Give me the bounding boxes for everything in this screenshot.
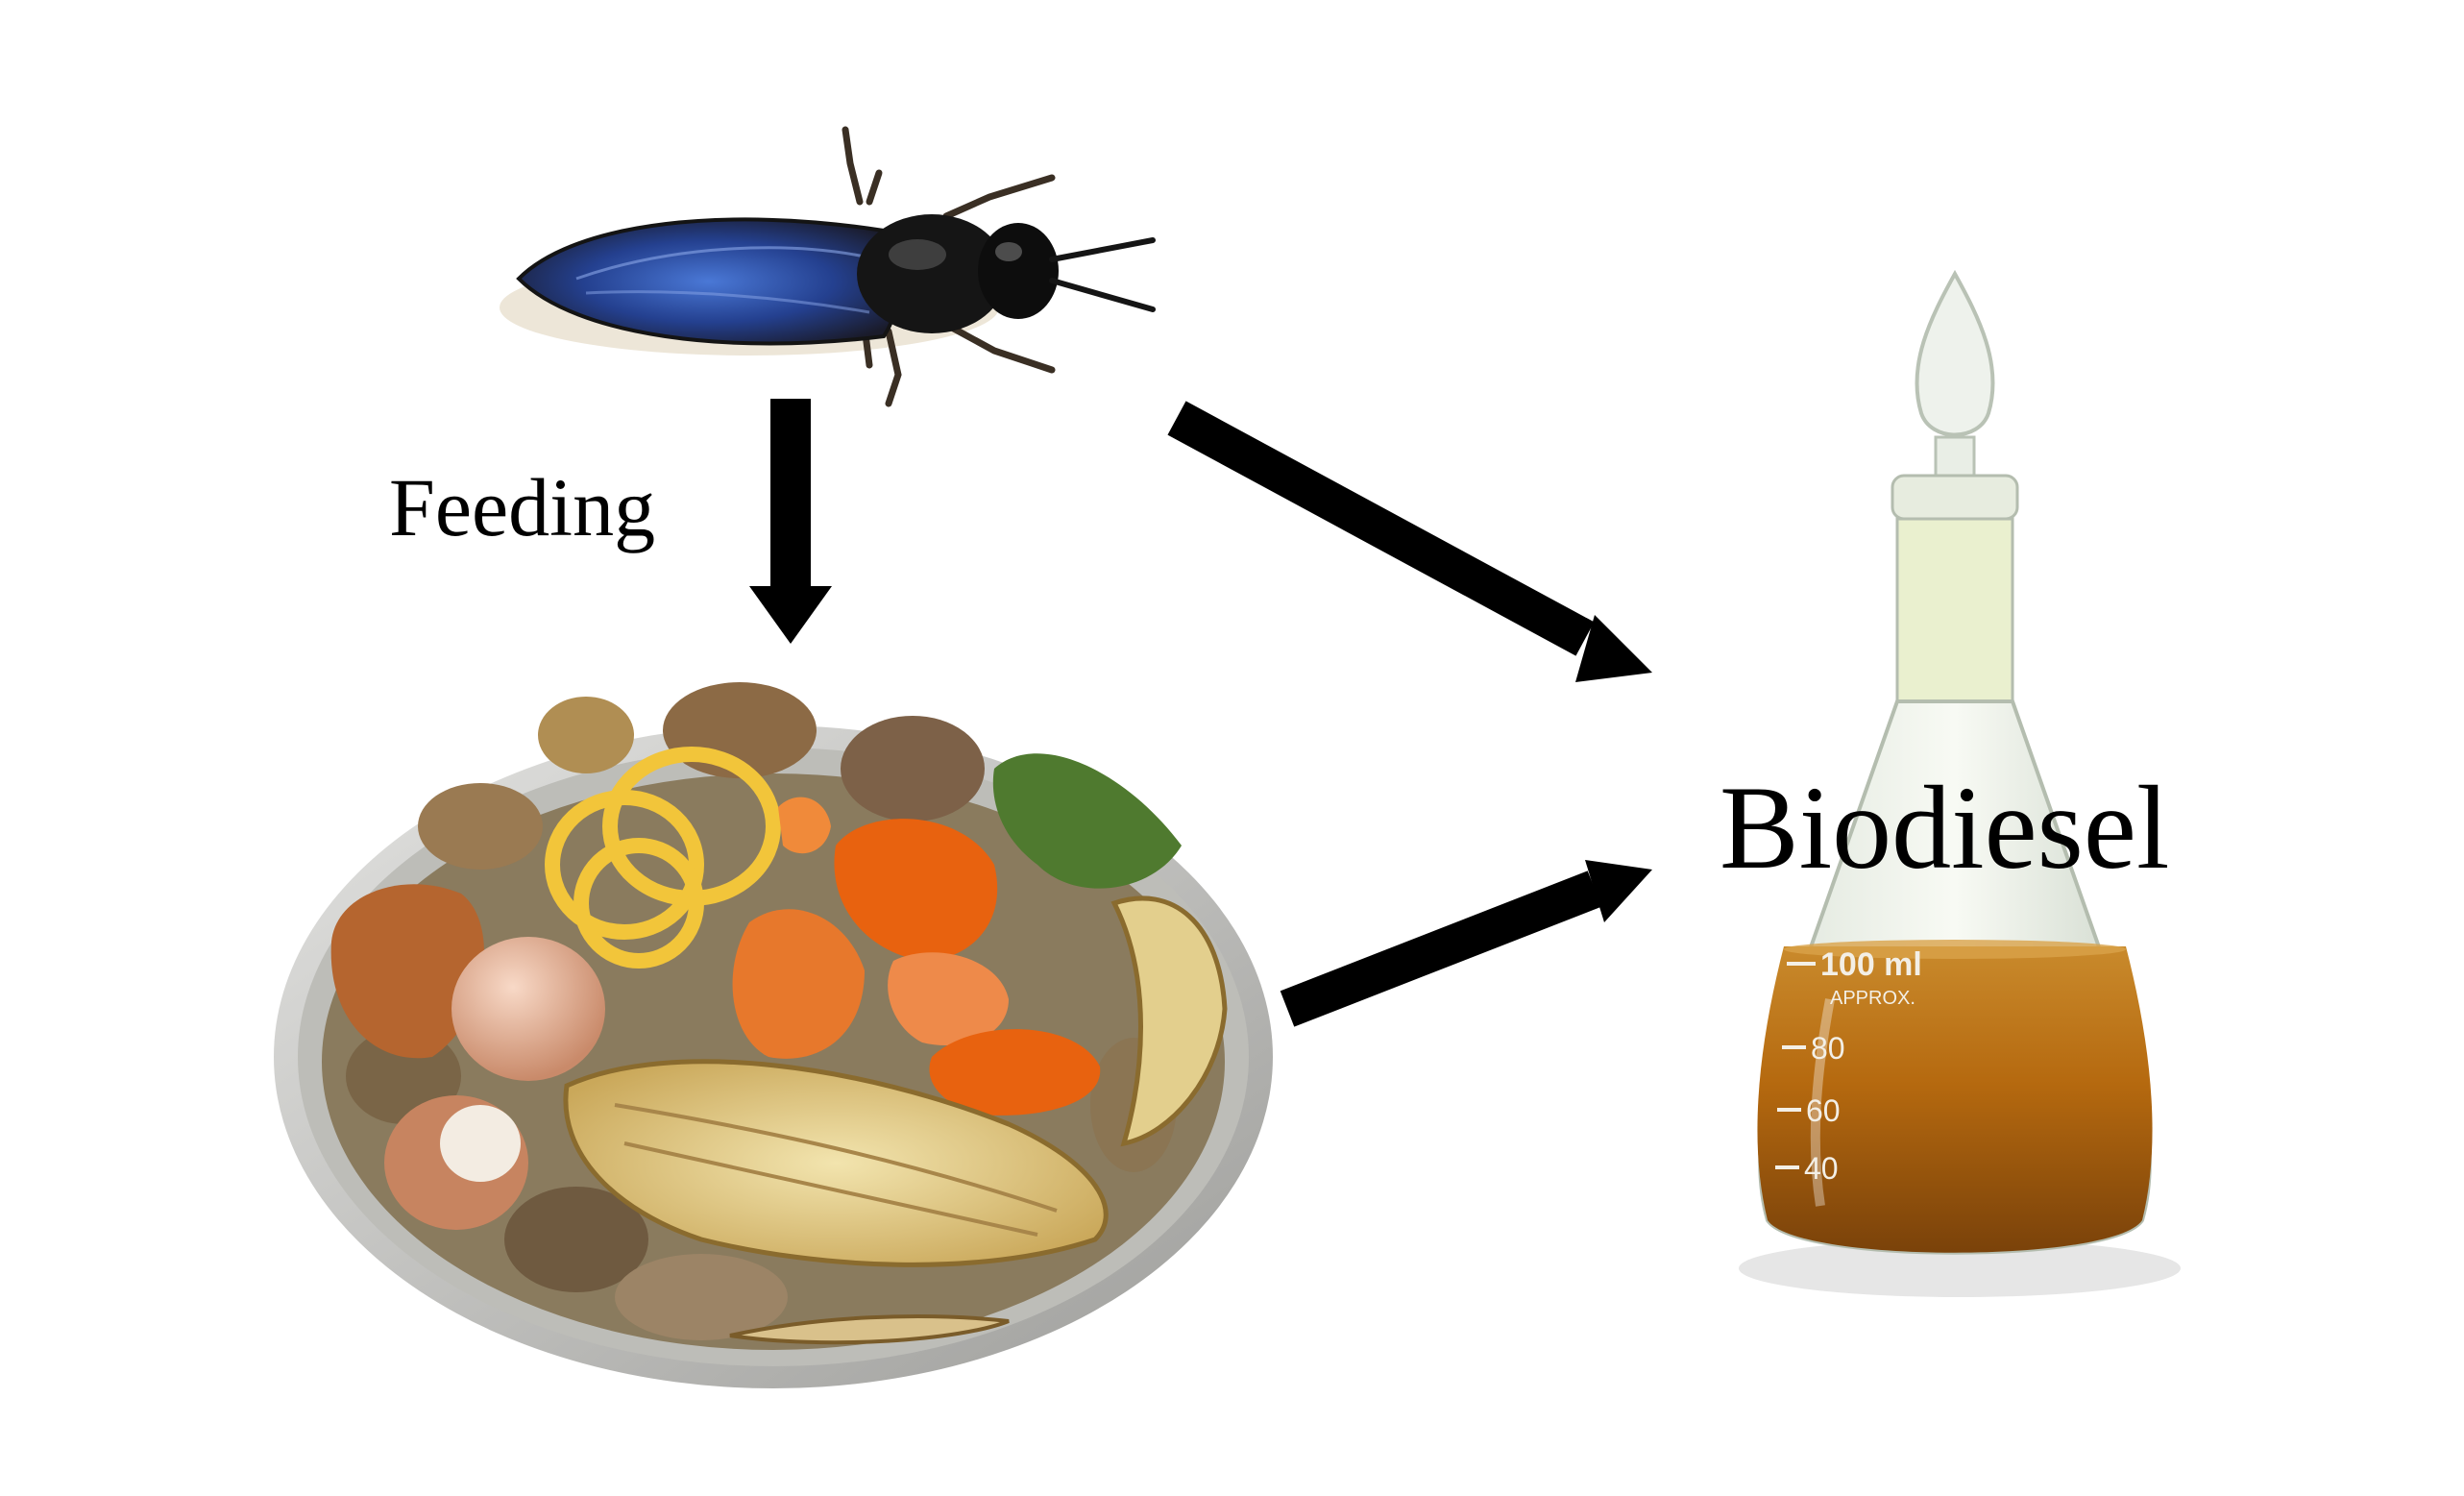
waste-contents bbox=[330, 682, 1228, 1345]
oil-flask-icon: 100 ml APPROX. 80 60 40 bbox=[1739, 269, 2181, 1297]
flask-oil bbox=[1757, 946, 2153, 1253]
flask-graduation-40: 40 bbox=[1804, 1151, 1839, 1186]
fly-head bbox=[978, 223, 1059, 319]
feeding-label: Feeding bbox=[389, 461, 656, 553]
fly-antennae bbox=[1049, 237, 1156, 312]
black-soldier-fly-icon bbox=[500, 126, 1156, 407]
flask-neck bbox=[1895, 517, 2014, 703]
biodiesel-label: Biodiesel bbox=[1720, 762, 2170, 894]
arrow-fly-to-waste bbox=[749, 399, 832, 644]
leaf bbox=[992, 753, 1182, 889]
flask-graduations bbox=[1775, 962, 1816, 1169]
arrow-fly-to-biodiesel bbox=[1167, 401, 1652, 682]
lemon-peel bbox=[545, 747, 781, 969]
flask-stopper bbox=[1915, 269, 1995, 437]
fly-thorax bbox=[857, 214, 1007, 333]
flask-approx-marking: APPROX. bbox=[1830, 988, 1915, 1009]
arrow-waste-to-biodiesel bbox=[1280, 860, 1652, 1027]
onion-skin bbox=[330, 884, 484, 1059]
orange-peel bbox=[732, 797, 1101, 1116]
banana-peel-2 bbox=[1110, 895, 1228, 1147]
food-waste-bowl-icon bbox=[274, 682, 1273, 1388]
flask-volume-marking: 100 ml bbox=[1820, 946, 1922, 983]
process-arrows bbox=[749, 399, 1652, 1027]
fly-legs bbox=[842, 126, 1056, 407]
banana-peel bbox=[563, 1059, 1109, 1267]
flask-graduation-80: 80 bbox=[1811, 1031, 1845, 1066]
flask-graduation-60: 60 bbox=[1806, 1093, 1841, 1128]
egg-shell bbox=[451, 937, 605, 1081]
